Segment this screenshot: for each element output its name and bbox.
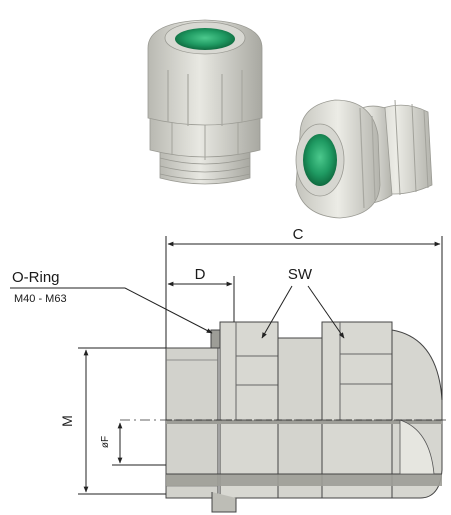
label-f: øF	[100, 436, 111, 448]
dimension-m: M	[59, 347, 166, 495]
label-m: M	[59, 415, 75, 427]
green-seal-insert	[175, 28, 235, 50]
dimension-d: D	[167, 266, 235, 322]
dimension-sw: SW	[261, 266, 345, 339]
gland-photo-lying	[295, 99, 433, 219]
label-oring: O-Ring	[12, 269, 60, 286]
green-seal-insert-2	[303, 134, 337, 186]
dimension-c: C	[165, 226, 443, 400]
gland-photo-upright	[147, 19, 263, 185]
label-c: C	[293, 226, 304, 243]
oring-callout: O-Ring M40 - M63	[10, 269, 213, 334]
gland-section-drawing	[120, 321, 446, 513]
label-oring-range: M40 - M63	[14, 293, 67, 305]
label-sw: SW	[288, 266, 313, 283]
label-d: D	[195, 266, 206, 283]
dimension-f: øF	[100, 422, 166, 466]
